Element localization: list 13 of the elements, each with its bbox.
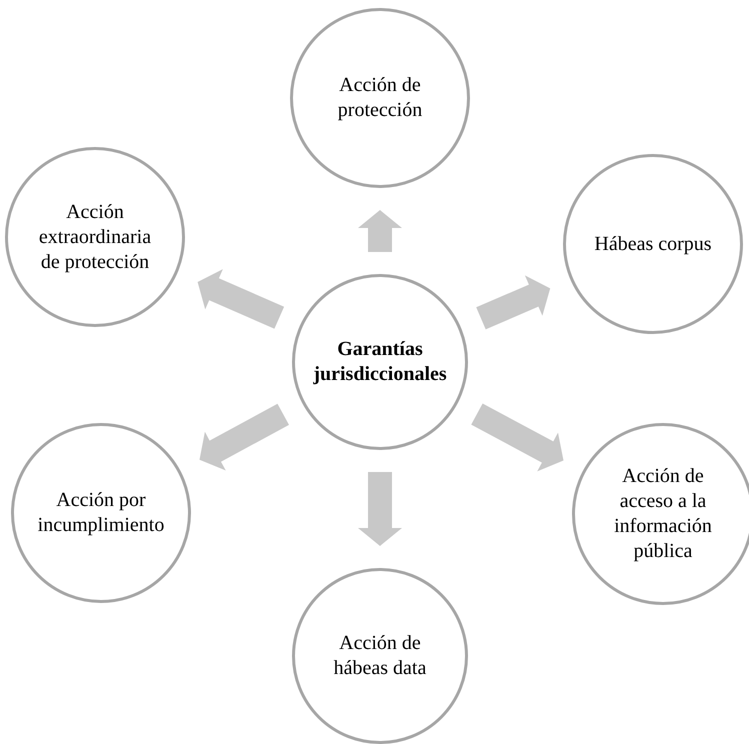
block-arrow [471, 404, 564, 472]
node-label: Hábeas corpus [593, 232, 713, 256]
block-arrow [476, 275, 550, 330]
node-label: Acción extraordinaria de protección [38, 200, 152, 274]
node-label: Acción de acceso a la información pública [613, 464, 713, 564]
node-label: Acción de protección [336, 73, 424, 123]
block-arrow [200, 404, 289, 470]
node-label: Acción por incumplimiento [36, 488, 166, 538]
block-arrow [358, 472, 402, 546]
node-label: Acción de hábeas data [332, 631, 428, 681]
block-arrow [358, 210, 402, 252]
node-label: Garantías jurisdiccionales [312, 337, 448, 387]
block-arrow [198, 269, 284, 329]
